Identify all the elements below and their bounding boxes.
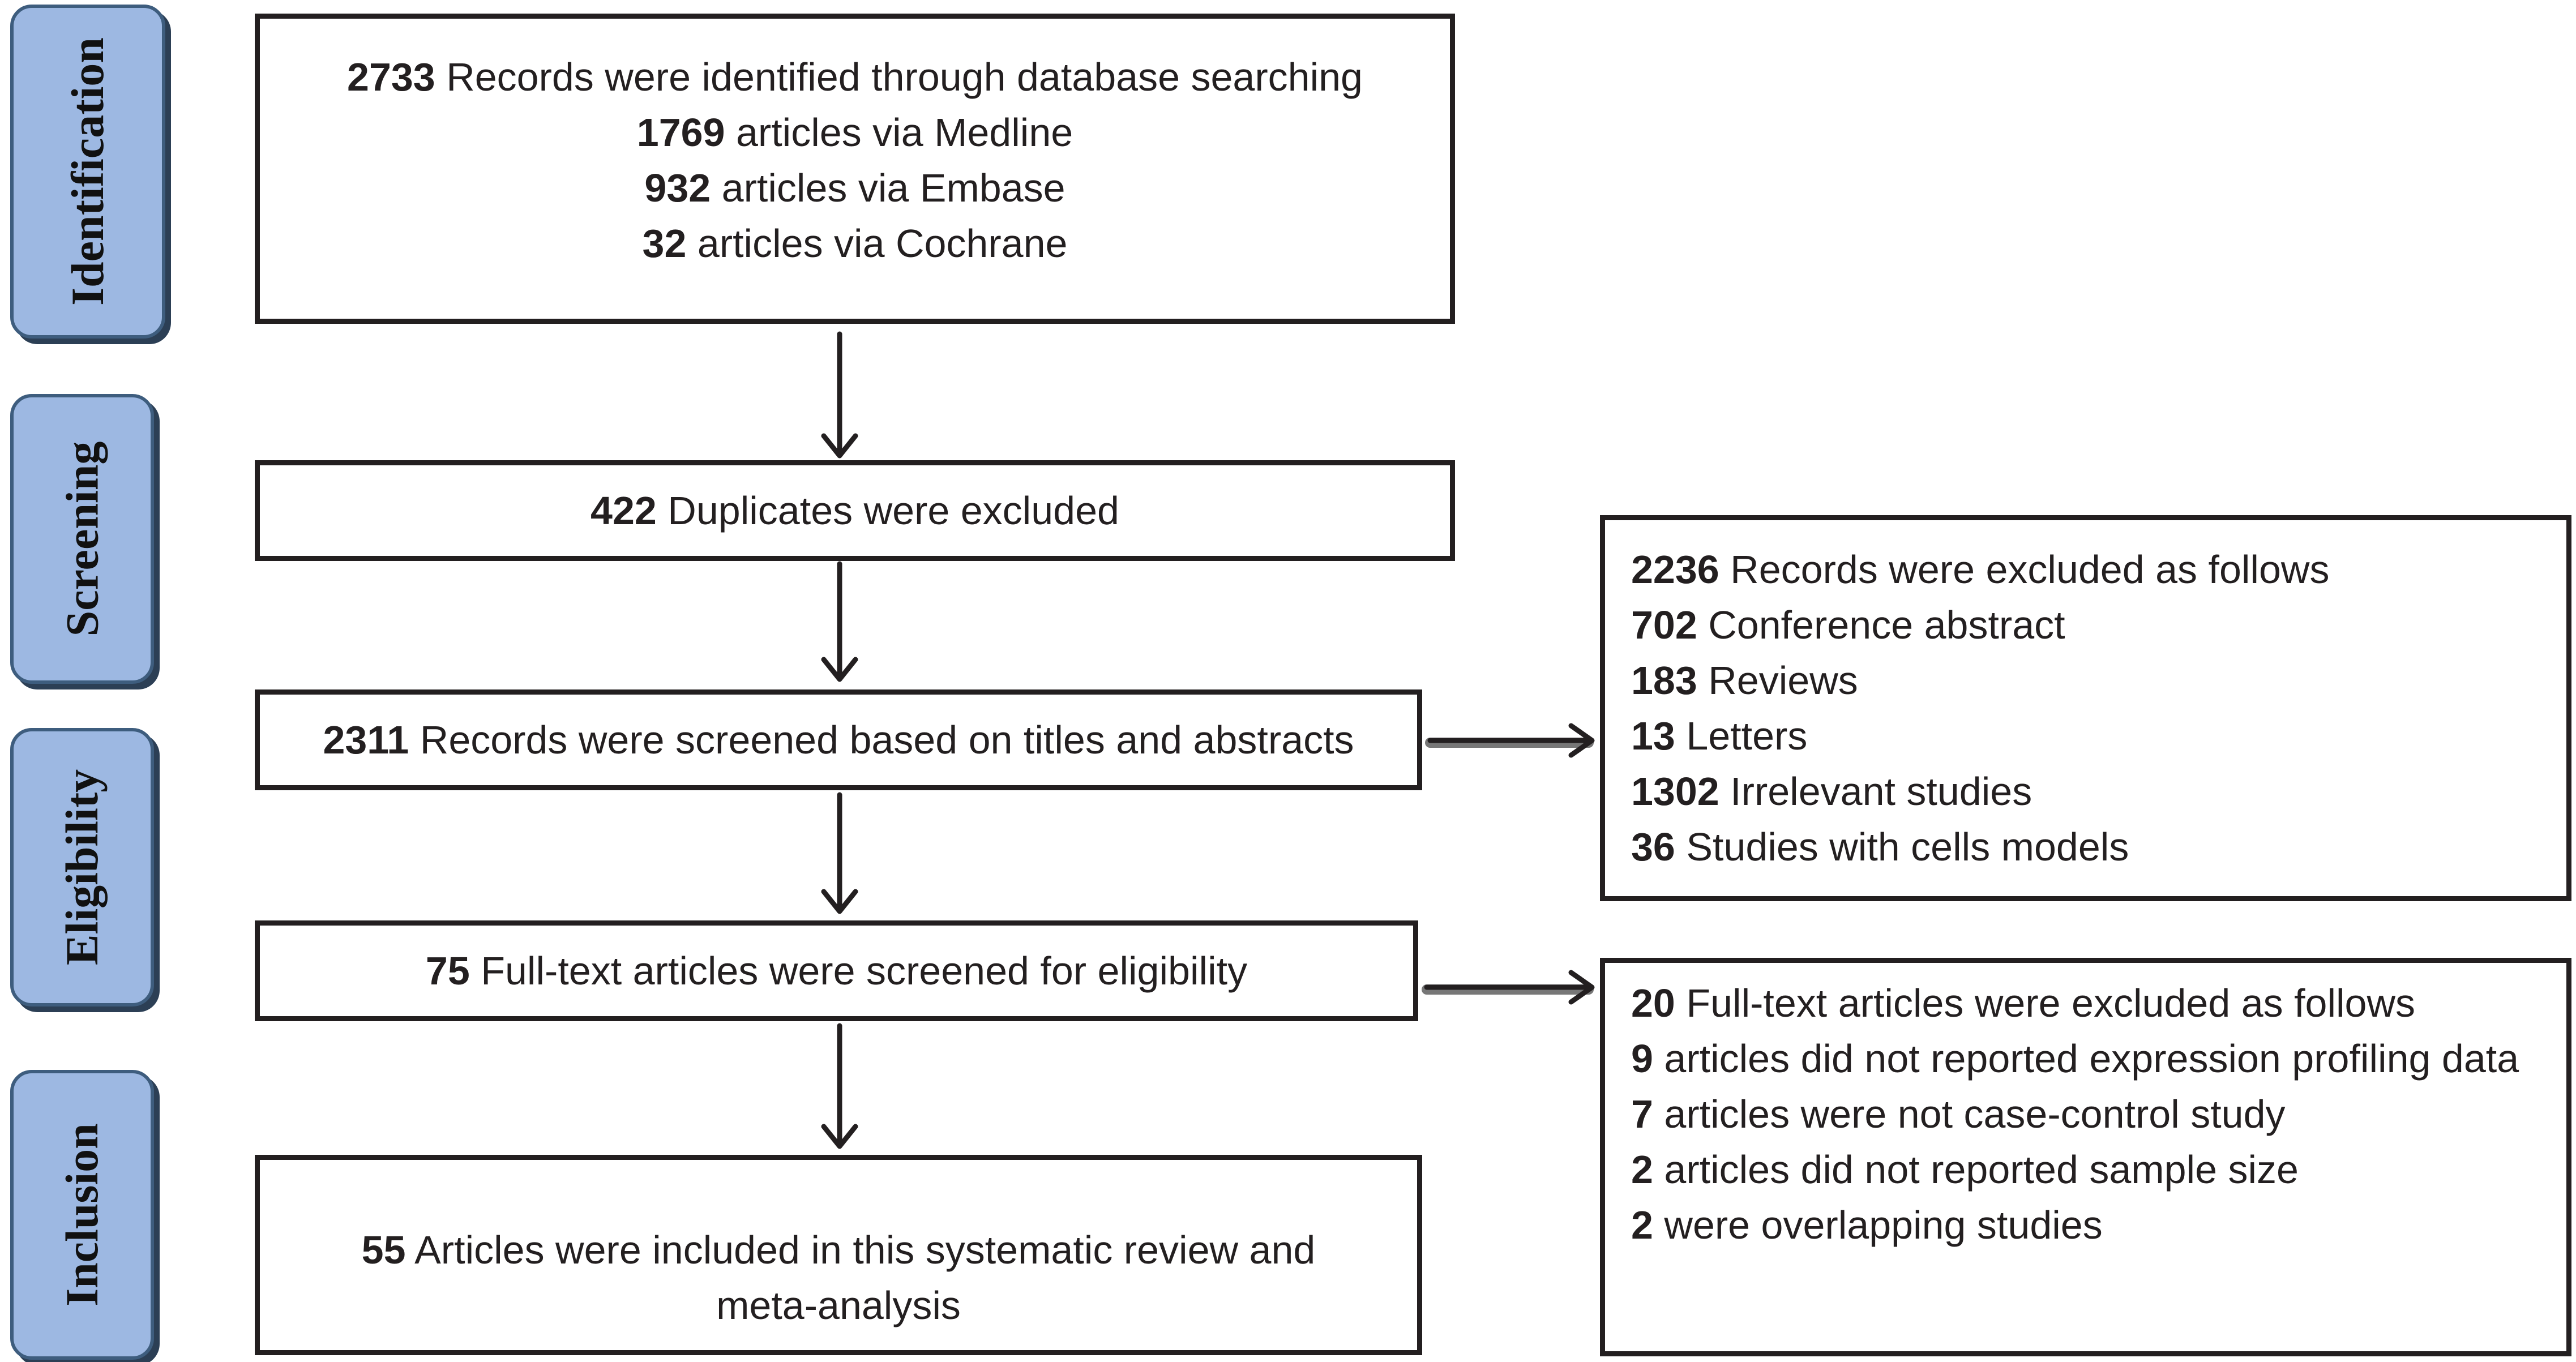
identification-line: 2733 Records were identified through dat… [347,55,1363,99]
excluded-records-line: 183 Reviews [1631,658,1858,703]
arrow-screened-to-fulltext [821,792,858,914]
included-line: meta-analysis [716,1283,961,1327]
arrow-fulltext-to-included [821,1023,858,1149]
excluded-records-line: 2236 Records were excluded as follows [1631,547,2330,592]
fulltext-box: 75 Full-text articles were screened for … [255,920,1418,1021]
excluded-records-box: 2236 Records were excluded as follows 70… [1600,515,2571,901]
excluded-fulltext-line: 2 articles did not reported sample size [1631,1147,2299,1192]
screened-box: 2311 Records were screened based on titl… [255,689,1422,790]
excluded-records-line: 702 Conference abstract [1631,603,2065,647]
duplicates-box: 422 Duplicates were excluded [255,460,1455,561]
fulltext-text: 75 Full-text articles were screened for … [425,949,1248,993]
excluded-records-line: 1302 Irrelevant studies [1631,769,2032,813]
identification-box: 2733 Records were identified through dat… [255,14,1455,324]
excluded-fulltext-line: 20 Full-text articles were excluded as f… [1631,981,2416,1025]
excluded-fulltext-line: 9 articles did not reported expression p… [1631,1037,2519,1081]
stage-eligibility: Eligibility [10,728,154,1006]
arrow-identification-to-duplicates [821,331,858,459]
excluded-fulltext-line: 2 were overlapping studies [1631,1203,2103,1247]
identification-line: 1769 articles via Medline [636,110,1073,155]
stage-screening: Screening [10,394,154,684]
stage-identification: Identification [10,5,165,339]
arrow-fulltext-to-excluded-fulltext [1422,970,1595,1005]
included-box: 55 Articles were included in this system… [255,1155,1422,1355]
stage-inclusion: Inclusion [10,1070,154,1360]
excluded-fulltext-line: 7 articles were not case-control study [1631,1092,2286,1136]
excluded-fulltext-box: 20 Full-text articles were excluded as f… [1600,958,2571,1356]
excluded-records-line: 36 Studies with cells models [1631,825,2129,869]
identification-line: 32 articles via Cochrane [642,221,1068,265]
duplicates-text: 422 Duplicates were excluded [590,489,1119,533]
arrow-screened-to-excluded-records [1425,723,1595,758]
screened-text: 2311 Records were screened based on titl… [323,718,1354,762]
excluded-records-line: 13 Letters [1631,714,1808,758]
included-line: 55 Articles were included in this system… [361,1228,1316,1272]
identification-line: 932 articles via Embase [644,166,1066,210]
arrow-duplicates-to-screened [821,561,858,682]
